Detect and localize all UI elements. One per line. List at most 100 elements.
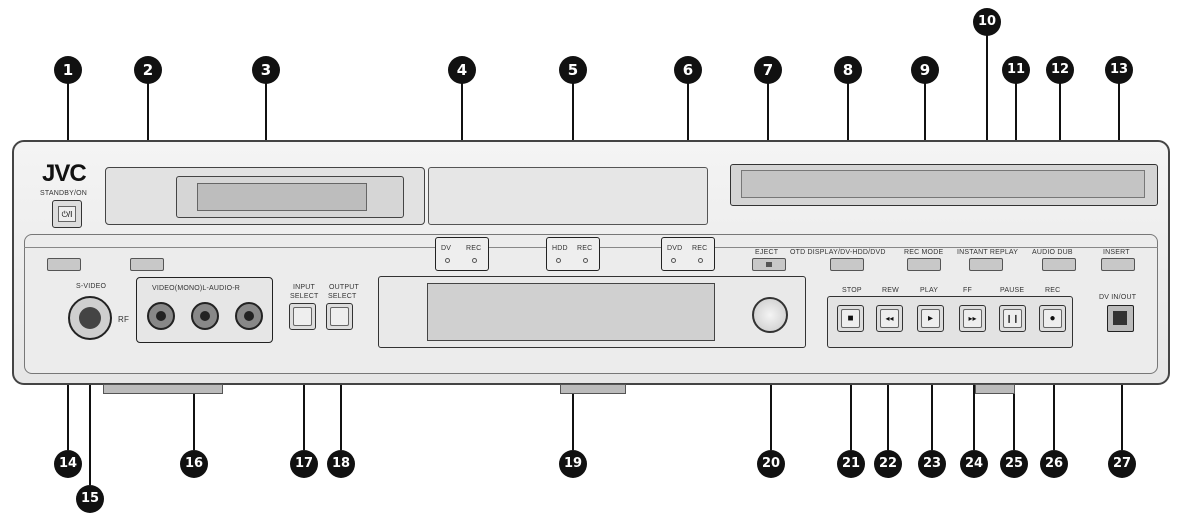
callout-8: 8 (834, 56, 862, 84)
callout-2: 2 (134, 56, 162, 84)
leader-20 (770, 335, 772, 450)
callout-21: 21 (837, 450, 865, 478)
audio-dub-label: AUDIO DUB (1032, 249, 1073, 256)
output-select-label-a: OUTPUT (329, 284, 359, 291)
record-icon: ● (1043, 309, 1062, 328)
callout-10: 10 (973, 8, 1001, 36)
device-foot-right (975, 384, 1015, 394)
otd-display-button[interactable] (830, 258, 864, 271)
callout-3: 3 (252, 56, 280, 84)
dv-in-out-port[interactable] (1107, 305, 1134, 332)
callout-19: 19 (559, 450, 587, 478)
otd-display-label: OTD DISPLAY/DV-HDD/DVD (790, 249, 886, 256)
s-video-socket-icon (79, 307, 101, 329)
leader-23 (931, 335, 933, 450)
callout-22: 22 (874, 450, 902, 478)
led (698, 258, 703, 263)
callout-24: 24 (960, 450, 988, 478)
device-foot-left (103, 384, 223, 394)
button-2[interactable] (130, 258, 164, 271)
front-panel-display (378, 276, 806, 348)
callout-18: 18 (327, 450, 355, 478)
rewind-button[interactable]: ◂◂ (876, 305, 903, 332)
output-select-label-b: SELECT (328, 293, 357, 300)
audio-r-jack[interactable] (235, 302, 263, 330)
rec-mode-button[interactable] (907, 258, 941, 271)
stop-button[interactable]: ■ (837, 305, 864, 332)
leader-26 (1053, 335, 1055, 450)
ff-label: FF (963, 287, 972, 294)
pause-label: PAUSE (1000, 287, 1025, 294)
hdd-rec-indicator: HDD REC (546, 237, 600, 271)
s-video-label: S-VIDEO (76, 283, 107, 290)
standby-label: STANDBY/ON (40, 190, 87, 197)
eject-icon (766, 262, 772, 267)
leader-11 (1015, 80, 1017, 185)
brand-logo: JVC (42, 160, 87, 187)
callout-17: 17 (290, 450, 318, 478)
led (472, 258, 477, 263)
callout-16: 16 (180, 450, 208, 478)
display-screen (741, 170, 1145, 198)
callout-14: 14 (54, 450, 82, 478)
jog-dial[interactable] (752, 297, 788, 333)
fast-forward-icon: ▸▸ (963, 309, 982, 328)
eject-label: EJECT (755, 249, 779, 256)
dvd-tray-cover (428, 167, 708, 225)
led (671, 258, 676, 263)
audio-l-jack[interactable] (191, 302, 219, 330)
callout-27: 27 (1108, 450, 1136, 478)
callout-6: 6 (674, 56, 702, 84)
callout-15: 15 (76, 485, 104, 513)
play-button[interactable]: ▸ (917, 305, 944, 332)
front-display-window (730, 164, 1158, 206)
cassette-compartment[interactable] (105, 167, 425, 225)
play-label: PLAY (920, 287, 939, 294)
callout-23: 23 (918, 450, 946, 478)
dv-rec-indicator: DV REC (435, 237, 489, 271)
callout-1: 1 (54, 56, 82, 84)
power-icon: ⏻/I (58, 206, 76, 222)
rf-label: RF (118, 315, 130, 324)
video-jack[interactable] (147, 302, 175, 330)
rec-mode-label: REC MODE (904, 249, 944, 256)
stop-icon: ■ (841, 309, 860, 328)
callout-5: 5 (559, 56, 587, 84)
callout-25: 25 (1000, 450, 1028, 478)
led (556, 258, 561, 263)
audio-dub-button[interactable] (1042, 258, 1076, 271)
rewind-icon: ◂◂ (880, 309, 899, 328)
leader-16 (193, 345, 195, 450)
input-select-label-b: SELECT (290, 293, 319, 300)
button-14[interactable] (47, 258, 81, 271)
insert-label: INSERT (1103, 249, 1130, 256)
output-select-button[interactable] (326, 303, 353, 330)
callout-20: 20 (757, 450, 785, 478)
leader-22 (887, 335, 889, 450)
callout-12: 12 (1046, 56, 1074, 84)
instant-replay-button[interactable] (969, 258, 1003, 271)
callout-4: 4 (448, 56, 476, 84)
av-input-jacks: VIDEO(MONO)L-AUDIO-R (136, 277, 273, 343)
led (583, 258, 588, 263)
leader-1 (67, 80, 69, 188)
fast-forward-button[interactable]: ▸▸ (959, 305, 986, 332)
dv-port-socket-icon (1113, 311, 1127, 325)
input-select-button[interactable] (289, 303, 316, 330)
led (445, 258, 450, 263)
play-icon: ▸ (921, 309, 940, 328)
callout-26: 26 (1040, 450, 1068, 478)
insert-button[interactable] (1101, 258, 1135, 271)
eject-button[interactable] (752, 258, 786, 271)
record-button[interactable]: ● (1039, 305, 1066, 332)
leader-21 (850, 335, 852, 450)
pause-icon: ❙❙ (1003, 309, 1022, 328)
s-video-jack[interactable] (68, 296, 112, 340)
input-select-label-a: INPUT (293, 284, 315, 291)
leader-15 (89, 315, 91, 485)
pause-button[interactable]: ❙❙ (999, 305, 1026, 332)
callout-9: 9 (911, 56, 939, 84)
device-foot-center (560, 384, 626, 394)
standby-button[interactable]: ⏻/I (52, 200, 82, 228)
leader-24 (973, 335, 975, 450)
